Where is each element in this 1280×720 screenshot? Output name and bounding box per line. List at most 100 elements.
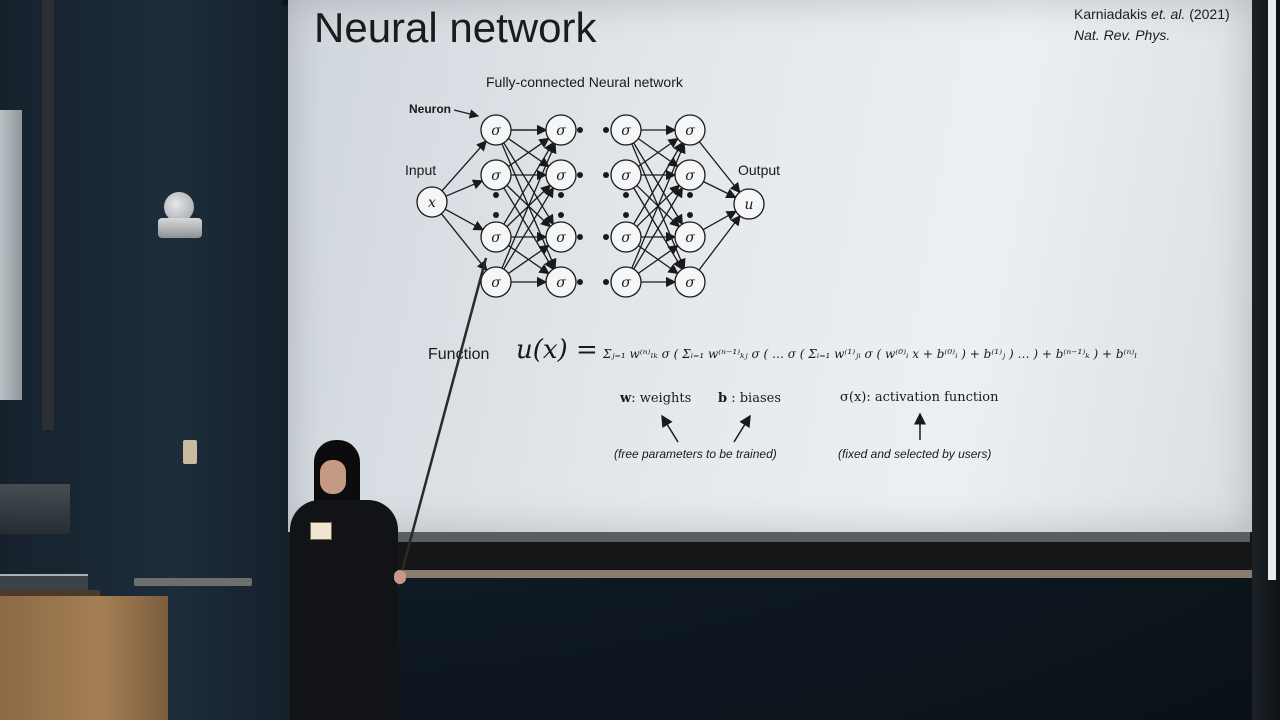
connection-edge (445, 179, 484, 197)
ellipsis-dot (493, 192, 499, 198)
neuron-arrow (453, 109, 480, 119)
connection-edge (440, 213, 488, 272)
neuron-label: Neuron (409, 102, 451, 116)
svg-text:σ: σ (556, 275, 566, 291)
connection-edge (503, 141, 554, 225)
chalk-rail (398, 570, 1256, 578)
hidden-neuron: σ (610, 114, 642, 146)
svg-text:σ: σ (556, 123, 566, 139)
input-label: Input (405, 162, 437, 178)
connection-edge (631, 142, 686, 269)
output-neuron: u (733, 188, 765, 220)
light-switch (183, 440, 197, 464)
free-parameters-note: (free parameters to be trained) (614, 447, 777, 461)
connection-edge (441, 140, 487, 192)
biases-symbol: b (718, 391, 728, 406)
svg-text:u: u (744, 197, 753, 213)
hidden-neuron: σ (610, 266, 642, 298)
hidden-neuron: σ (610, 221, 642, 253)
ellipsis-dot (558, 212, 564, 218)
ellipsis-dot (603, 127, 609, 133)
hidden-neuron: σ (480, 159, 512, 191)
ellipsis-dot (577, 279, 583, 285)
biases-annotation: b : biases (718, 391, 782, 406)
output-label: Output (738, 162, 781, 178)
ellipsis-dot (623, 212, 629, 218)
connection-edge (507, 244, 550, 274)
wooden-podium (0, 596, 168, 720)
slide-title: Neural network (314, 4, 597, 51)
svg-text:σ: σ (621, 168, 631, 184)
ellipsis-dot (577, 234, 583, 240)
function-label: Function (428, 346, 490, 363)
svg-text:σ: σ (556, 168, 566, 184)
connection-edge (507, 137, 550, 167)
hidden-neuron: σ (480, 221, 512, 253)
hidden-neuron: σ (480, 266, 512, 298)
hidden-neuron: σ (674, 221, 706, 253)
connection-edge (633, 186, 683, 270)
hidden-neuron: σ (545, 114, 577, 146)
neural-network-diagram: x u σ σ σ σ σ σ σ σ σ σ σ σ σ σ σ σ (416, 109, 765, 298)
svg-text:σ: σ (685, 168, 695, 184)
connection-edge (698, 214, 741, 271)
shelf-items (0, 484, 70, 534)
ellipsis-dot (623, 192, 629, 198)
ellipsis-dot (577, 172, 583, 178)
connection-edge (633, 141, 683, 225)
hidden-neuron: σ (545, 266, 577, 298)
reference-authors: Karniadakis (1074, 6, 1148, 22)
wall-shelf (134, 578, 252, 586)
svg-text:σ: σ (621, 275, 631, 291)
side-screen (0, 110, 22, 400)
hidden-neuron: σ (610, 159, 642, 191)
svg-text:σ: σ (491, 123, 501, 139)
presenter (276, 440, 406, 720)
wall-pillar (42, 0, 54, 430)
blackboard-edge (398, 540, 1256, 572)
svg-text:σ: σ (491, 168, 501, 184)
ellipsis-dot (687, 192, 693, 198)
diagram-title: Fully-connected Neural network (486, 74, 683, 90)
connection-edge (698, 141, 741, 194)
reference-journal: Nat. Rev. Phys. (1074, 27, 1171, 43)
reference-etal: et. al. (1151, 6, 1186, 22)
equation-lhs: u(x) = (516, 335, 598, 365)
svg-text:σ: σ (491, 230, 501, 246)
hidden-neuron: σ (545, 221, 577, 253)
connection-edge (637, 244, 679, 274)
name-badge (310, 522, 332, 540)
svg-text:σ: σ (621, 123, 631, 139)
fixed-parameters-note: (fixed and selected by users) (838, 447, 992, 461)
weights-annotation: w: weights (620, 391, 692, 406)
svg-text:σ: σ (491, 275, 501, 291)
weights-symbol: w (620, 391, 632, 406)
slide-reference: Karniadakis et. al. (2021) Nat. Rev. Phy… (1074, 4, 1252, 46)
ptz-camera-icon (158, 192, 202, 240)
svg-text:σ: σ (556, 230, 566, 246)
equation-rhs: Σⱼ₌₁ w⁽ⁿ⁾ₗₖ σ ( Σᵢ₌₁ w⁽ⁿ⁻¹⁾ₖⱼ σ ( … σ ( … (602, 347, 1138, 361)
svg-text:x: x (428, 195, 436, 211)
connection-edge (501, 142, 557, 269)
input-neuron: x (416, 186, 448, 218)
hidden-neuron: σ (480, 114, 512, 146)
reference-year: (2021) (1189, 6, 1230, 22)
connection-edge (637, 137, 679, 167)
ellipsis-dot (603, 234, 609, 240)
hidden-neuron: σ (674, 266, 706, 298)
svg-text:σ: σ (685, 230, 695, 246)
projection-screen: Neural network Karniadakis et. al. (2021… (288, 0, 1252, 532)
connection-edge (703, 181, 737, 199)
ellipsis-dot (603, 172, 609, 178)
ellipsis-dot (493, 212, 499, 218)
ellipsis-dot (577, 127, 583, 133)
right-screen-frame (1268, 0, 1276, 580)
svg-text:σ: σ (685, 275, 695, 291)
svg-text:σ: σ (685, 123, 695, 139)
hidden-neuron: σ (674, 159, 706, 191)
connection-edge (444, 208, 484, 231)
screen-bottom-bar (298, 532, 1250, 542)
ellipsis-dot (603, 279, 609, 285)
svg-text:σ: σ (621, 230, 631, 246)
